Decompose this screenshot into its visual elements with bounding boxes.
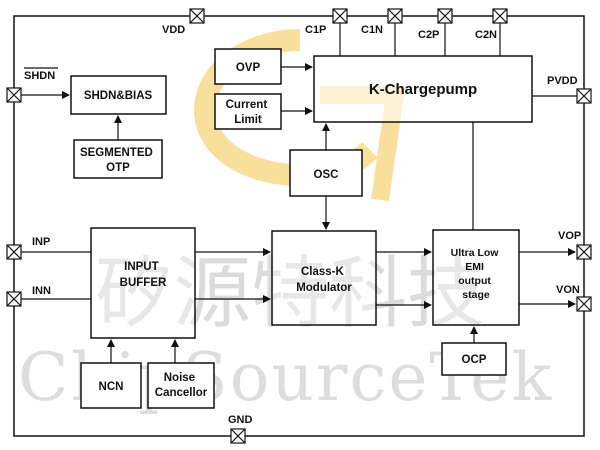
pin-label-von: VON: [556, 284, 580, 296]
pin-label-c2n: C2N: [475, 29, 497, 41]
signal-wires: [21, 63, 576, 363]
input-buffer-block: INPUT BUFFER: [90, 227, 196, 339]
ovp-label: OVP: [236, 62, 261, 74]
modulator-label-line2: Modulator: [296, 282, 352, 294]
svg-text:SEGMENTED OTP: SEGMENTED OTP: [80, 147, 156, 174]
current-limit-label-line1: Current: [226, 99, 268, 111]
ocp-block: OCP: [441, 342, 507, 376]
pin-c2p: [437, 8, 453, 24]
class-k-modulator-block: Class-K Modulator: [271, 230, 377, 326]
chargepump-pin-wires: [339, 23, 577, 97]
pin-inp: [6, 244, 22, 260]
pin-label-gnd: GND: [228, 414, 253, 426]
pin-label-c1n: C1N: [361, 24, 383, 36]
pin-label-inp: INP: [32, 236, 50, 248]
pin-label-shdn: SHDN: [24, 70, 55, 82]
pin-von: [576, 296, 592, 312]
ncn-label: NCN: [99, 381, 124, 393]
pin-vdd: [189, 8, 205, 24]
current-limit-label-line2: Limit: [234, 114, 262, 126]
output-stage-label-line4: stage: [462, 289, 490, 301]
pin-label-vdd: VDD: [162, 24, 185, 36]
noise-canceller-label-line2: Cancellor: [155, 387, 208, 399]
noise-canceller-block: Noise Cancellor: [147, 362, 215, 409]
osc-label: OSC: [314, 169, 339, 181]
output-stage-label-line3: output: [458, 275, 491, 287]
svg-text:INPUT BUFFER: INPUT BUFFER: [120, 261, 167, 289]
noise-canceller-label-line1: Noise: [164, 372, 195, 384]
pin-vop: [576, 244, 592, 260]
segmented-otp-block: SEGMENTED OTP: [73, 139, 163, 179]
osc-block: OSC: [289, 149, 363, 197]
segmented-otp-label-line2: OTP: [106, 162, 130, 174]
output-stage-block: Ultra Low EMI output stage: [432, 229, 520, 326]
output-stage-label-line1: Ultra Low: [451, 247, 500, 259]
pin-label-c2p: C2P: [418, 29, 439, 41]
k-chargepump-block: K-Chargepump: [313, 55, 533, 123]
shdn-bias-block: SHDN&BIAS: [70, 75, 167, 115]
segmented-otp-label-line1: SEGMENTED: [80, 147, 153, 159]
ocp-label: OCP: [462, 354, 487, 366]
pin-label-c1p: C1P: [305, 24, 326, 36]
watermark-chinese: 矽源特科技: [95, 249, 485, 339]
input-buffer-label-line1: INPUT: [124, 261, 159, 273]
pin-c1p: [332, 8, 348, 24]
pin-c1n: [387, 8, 403, 24]
pin-c2n: [492, 8, 508, 24]
pin-gnd: [230, 428, 246, 444]
pin-label-inn: INN: [32, 285, 51, 297]
pin-pvdd: [576, 88, 592, 104]
pin-inn: [6, 291, 22, 307]
input-buffer-label-line2: BUFFER: [120, 277, 167, 289]
modulator-label-line1: Class-K: [301, 266, 345, 278]
chip-boundary: [13, 15, 585, 437]
pin-label-vop: VOP: [558, 230, 581, 242]
pin-shdn: [6, 87, 22, 103]
svg-text:Noise Cancellor: Noise Cancellor: [155, 372, 208, 399]
output-stage-label-line2: EMI: [465, 261, 484, 273]
svg-text:Ultra Low EMI outp: Ultra Low EMI output stage: [451, 247, 502, 301]
shdn-bias-label: SHDN&BIAS: [84, 90, 153, 102]
svg-text:Class-K Modulator: Class-K Modulator: [296, 266, 352, 294]
pin-label-pvdd: PVDD: [547, 75, 578, 87]
ovp-block: OVP: [214, 48, 282, 85]
ncn-block: NCN: [80, 362, 142, 409]
k-chargepump-label: K-Chargepump: [369, 81, 477, 98]
current-limit-block: Current Limit: [214, 93, 282, 130]
svg-text:Current Limit: Current Limit: [226, 99, 271, 126]
